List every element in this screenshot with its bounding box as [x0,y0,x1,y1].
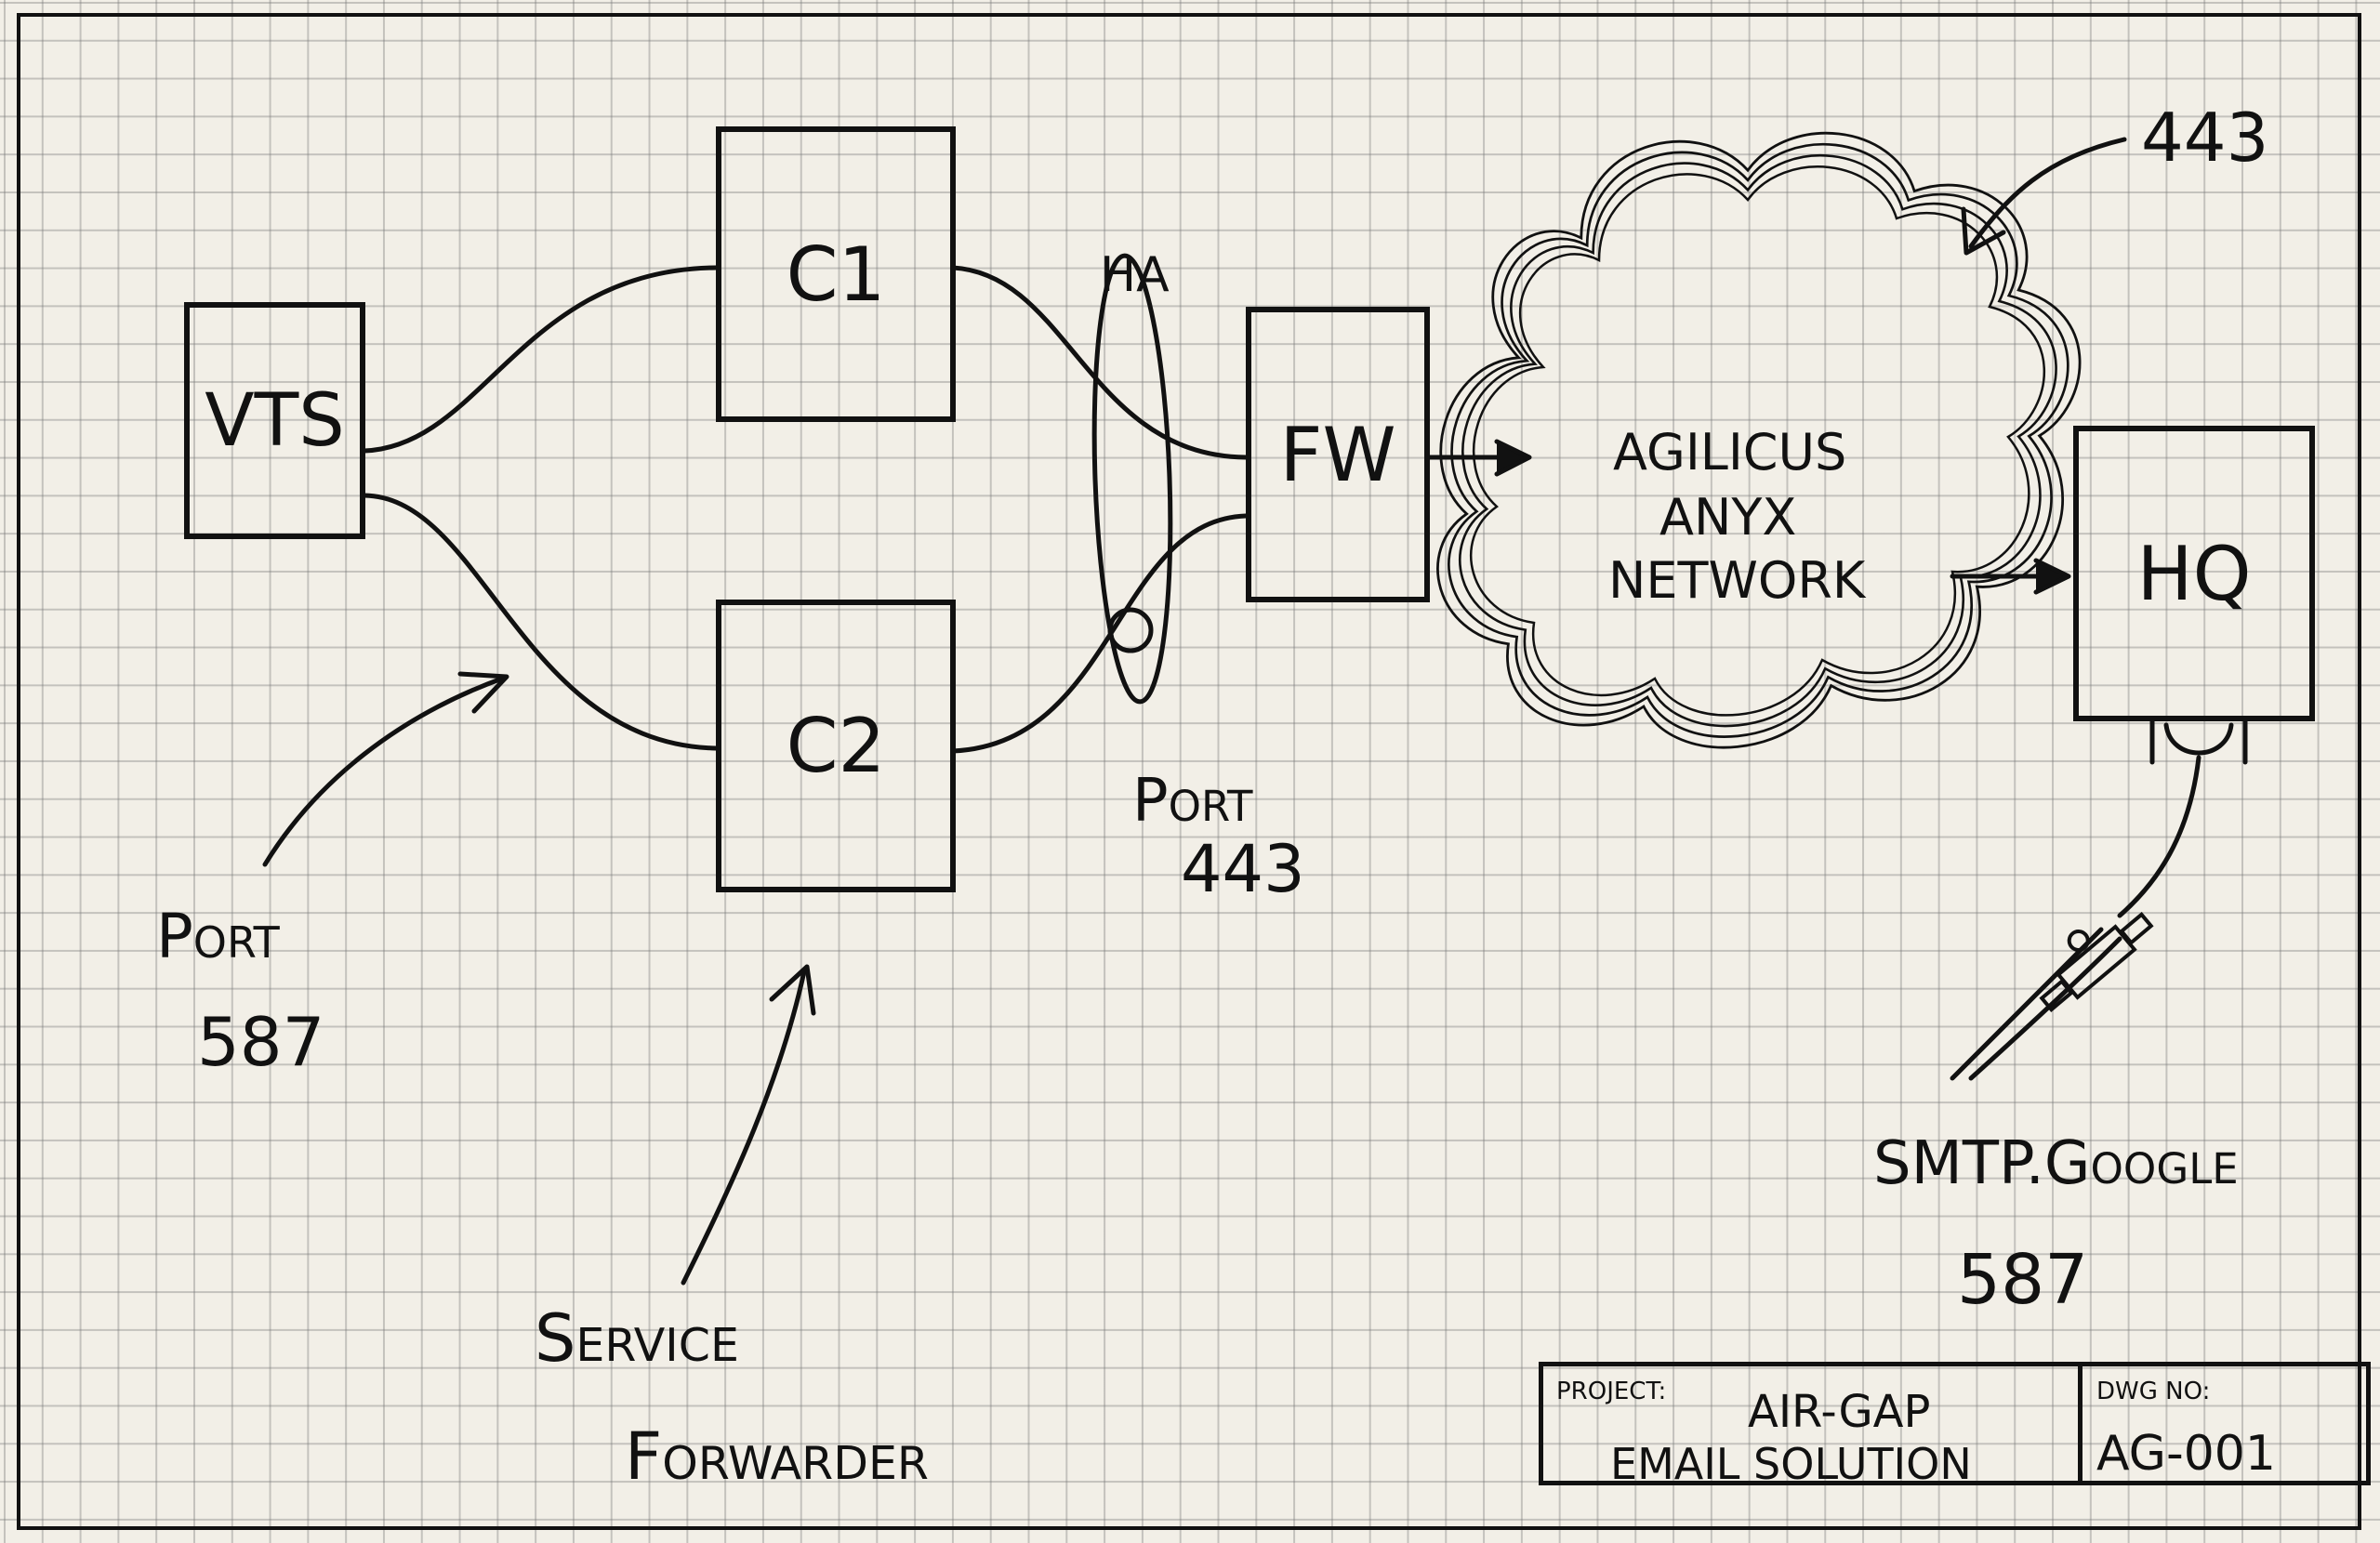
link-c1-fw [950,265,1249,460]
hq-box[interactable]: HQ [2073,426,2315,721]
port-443-label-2: 443 [1181,831,1305,907]
arrow-443-cloud [1968,137,2127,249]
arrow-port-587 [262,676,505,867]
smtp-google-label: SMTP.Google [1873,1129,2239,1198]
arrow-service-forwarder [681,969,807,1286]
c1-label: C1 [786,231,886,318]
title-block-divider [2078,1366,2082,1481]
drawing-border [17,13,2361,1530]
smtp-port-label: 587 [1957,1240,2089,1320]
hq-plug [2163,722,2234,756]
c1-box[interactable]: C1 [716,126,956,422]
service-label: Service [535,1300,739,1377]
project-name-line-2: EMAIL SOLUTION [1610,1439,1972,1489]
cloud-shape [1436,131,2082,749]
port-443-label-1: Port [1132,767,1253,836]
ha-node [1107,607,1154,653]
dwg-no-field-label: DWG NO: [2096,1378,2211,1405]
fw-box[interactable]: FW [1246,307,1430,602]
cloud-label-line-2: ANYX [1659,488,1797,547]
ha-ellipse [1091,253,1173,705]
link-vts-c2 [362,493,719,751]
c2-box[interactable]: C2 [716,600,956,892]
c2-label: C2 [786,703,886,789]
link-vts-c1 [362,265,719,454]
cloud-label-line-1: AGILICUS [1613,423,1847,481]
fw-label: FW [1279,411,1396,498]
forwarder-label: Forwarder [625,1418,929,1495]
vts-label: VTS [205,378,345,463]
cloud-443-label: 443 [2141,99,2269,177]
port-587-label-1: Port [156,901,280,972]
project-name-line-1: AIR-GAP [1748,1386,1931,1438]
project-field-label: PROJECT: [1556,1378,1667,1405]
cloud-label-line-3: NETWORK [1608,551,1866,610]
dwg-no-value: AG-001 [2096,1426,2276,1482]
vts-box[interactable]: VTS [184,302,365,539]
hq-connector [2149,718,2248,765]
title-block: PROJECT: AIR-GAP EMAIL SOLUTION DWG NO: … [1539,1362,2371,1485]
satellite-icon [2039,912,2154,1012]
ha-label: HA [1100,247,1170,303]
port-587-label-2: 587 [197,1003,325,1081]
hq-label: HQ [2136,530,2252,617]
link-hq-satellite [2117,755,2202,918]
